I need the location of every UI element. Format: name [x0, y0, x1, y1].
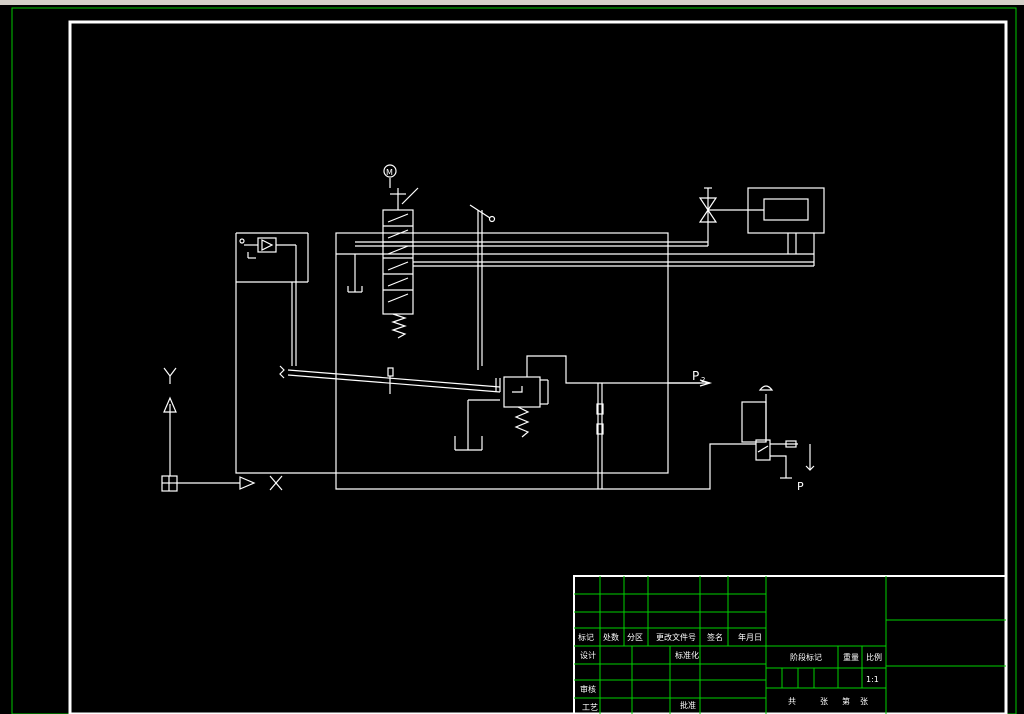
- port-p-label: P: [797, 480, 804, 493]
- tb-change-doc: 更改文件号: [656, 632, 696, 642]
- tb-sheet-unit: 张: [820, 697, 828, 706]
- tb-weight: 重量: [843, 652, 859, 662]
- servo-valve: [495, 376, 549, 438]
- ucs-icon: [161, 367, 283, 492]
- tb-mark: 标记: [578, 632, 594, 642]
- tb-design: 设计: [580, 650, 596, 660]
- tb-date: 年月日: [738, 632, 762, 642]
- tb-count: 处数: [603, 632, 619, 642]
- inner-drawing-frame: [68, 20, 1008, 714]
- outer-sheet-frame: [11, 7, 1017, 714]
- window-top-bar: [0, 0, 1024, 5]
- feedback-box: [235, 233, 336, 474]
- control-block-outline: [335, 232, 669, 474]
- tb-ratio: 1:1: [866, 675, 879, 684]
- tb-sheet-unit2: 张: [860, 697, 868, 706]
- port-p2-subscript: 2: [701, 376, 705, 384]
- motor-symbol: [383, 164, 397, 178]
- floating-lever: [287, 369, 501, 388]
- tb-approve: 批准: [680, 700, 696, 710]
- tb-scale: 比例: [866, 652, 882, 662]
- tb-review: 审核: [580, 684, 596, 694]
- hydraulic-schematic: [161, 164, 825, 492]
- directional-valve-stack: [382, 178, 419, 339]
- tb-process: 工艺: [582, 703, 598, 712]
- tb-standardize: 标准化: [675, 650, 699, 660]
- pressure-relief-valve: [741, 385, 815, 479]
- port-p2-label: P: [692, 369, 699, 383]
- axis-y-label: Y: [165, 361, 166, 363]
- title-block: [573, 575, 1007, 714]
- motor-label: M: [386, 168, 393, 177]
- tb-stage-mark: 阶段标记: [790, 652, 822, 662]
- tb-sign: 签名: [707, 632, 723, 642]
- title-block-text: 标记 处数 分区 更改文件号 签名 年月日 设计 标准化 审核 工艺 批准 阶段…: [578, 632, 882, 712]
- tb-zone: 分区: [627, 633, 643, 642]
- tb-sheet-total: 共: [788, 697, 796, 706]
- tb-sheet-no: 第: [842, 696, 850, 706]
